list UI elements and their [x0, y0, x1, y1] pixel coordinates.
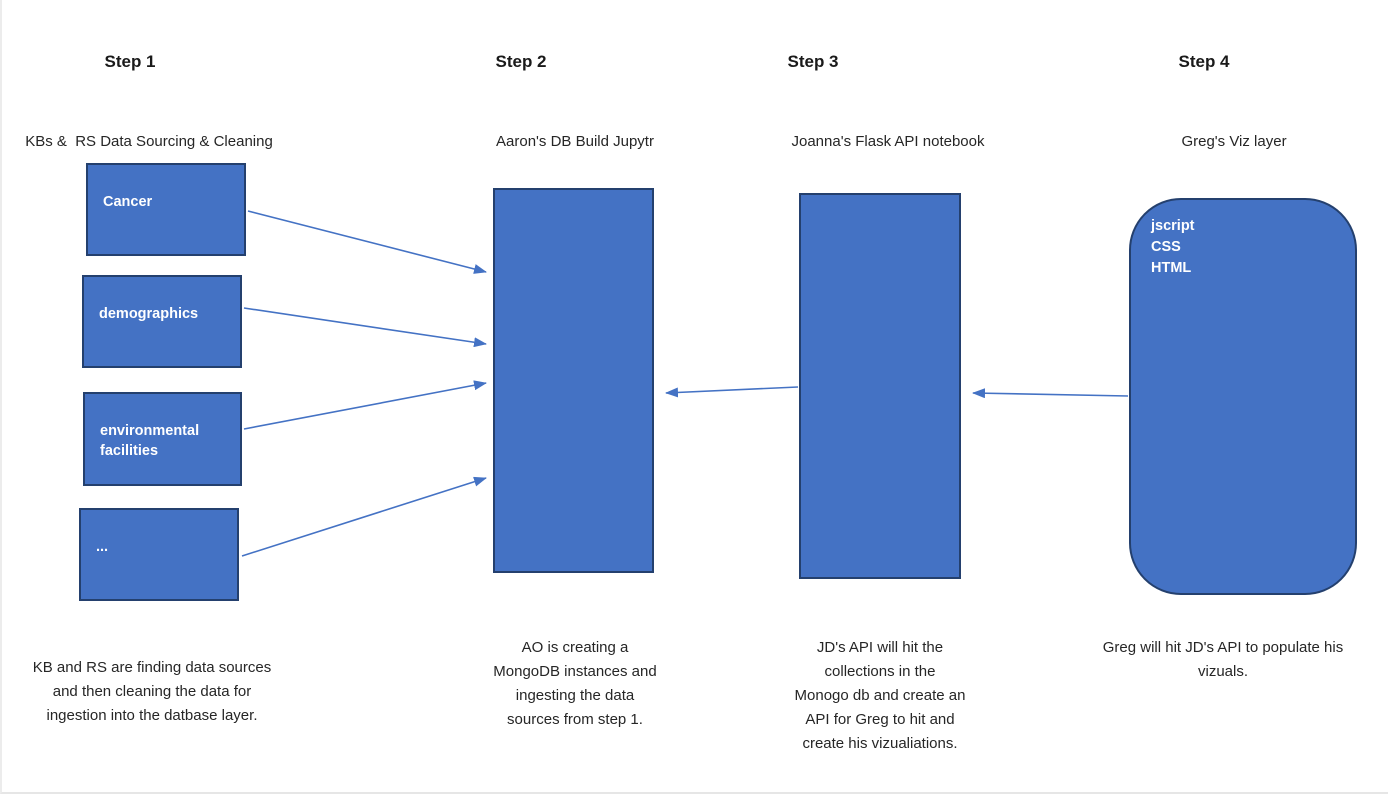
step-3-title: Step 3 — [787, 52, 839, 71]
step-1-title: Step 1 — [104, 52, 156, 71]
arrow-step4-to-step3 — [972, 388, 1129, 399]
step-4-label: Greg's Viz layer — [1181, 133, 1287, 150]
arrow-step3-to-step2 — [665, 386, 799, 398]
step-4-viz-box: jscript CSS HTML — [1129, 198, 1357, 595]
source-box-ellipsis-label: ... — [96, 539, 109, 555]
step-1-label: KBs & RS Data Sourcing & Cleaning — [25, 133, 273, 150]
source-box-demographics-label: demographics — [99, 306, 199, 322]
step-2-db-box — [493, 188, 654, 573]
source-box-ellipsis: ... — [79, 508, 239, 601]
source-box-environmental-facilities: environmental facilities — [83, 392, 242, 486]
viz-box-line-jscript: jscript — [1151, 218, 1195, 234]
step-4-caption: Greg will hit JD's API to populate his v… — [1102, 639, 1344, 680]
step-2-label: Aaron's DB Build Jupytr — [496, 133, 654, 150]
arrow-cancer-to-step2 — [247, 210, 487, 274]
viz-box-line-css: CSS — [1151, 239, 1181, 255]
step-2-title: Step 2 — [495, 52, 547, 71]
source-box-environmental-facilities-label: environmental facilities — [100, 423, 200, 459]
viz-box-line-html: HTML — [1151, 260, 1192, 276]
source-box-cancer-label: Cancer — [103, 194, 153, 210]
source-box-cancer: Cancer — [86, 163, 246, 256]
step-3-label: Joanna's Flask API notebook — [791, 133, 985, 150]
source-box-demographics: demographics — [82, 275, 242, 368]
step-1-caption: KB and RS are finding data sources and t… — [32, 659, 272, 724]
arrow-environmental-to-step2 — [243, 380, 487, 430]
arrow-demographics-to-step2 — [243, 307, 487, 348]
step-2-caption: AO is creating a MongoDB instances and i… — [493, 639, 657, 728]
step-4-title: Step 4 — [1178, 52, 1230, 71]
step-3-api-box — [799, 193, 961, 579]
step-3-caption: JD's API will hit the collections in the… — [794, 639, 966, 752]
arrow-ellipsis-to-step2 — [241, 476, 487, 557]
